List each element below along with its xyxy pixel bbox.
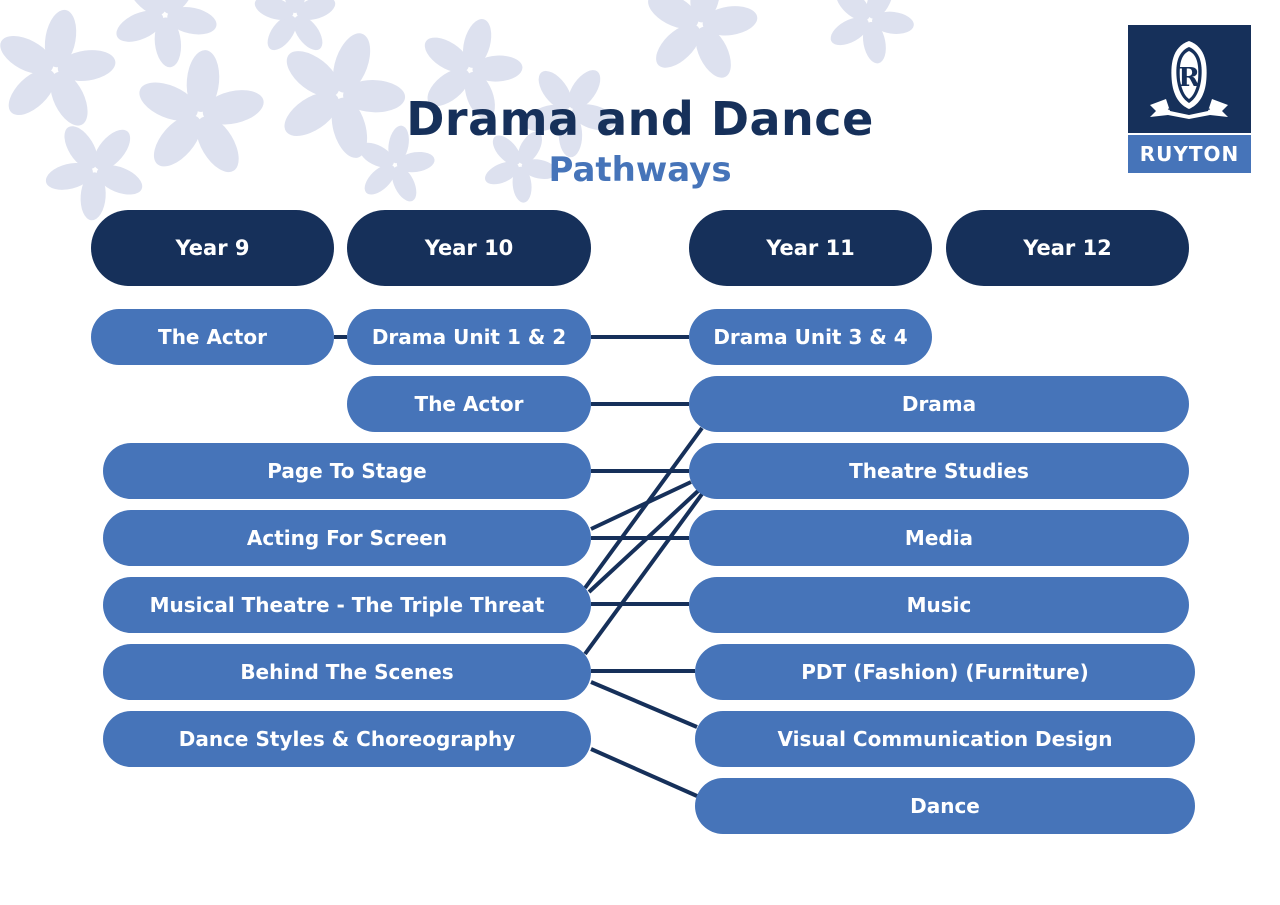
- logo-crest-panel: R: [1128, 25, 1251, 133]
- logo-school-name: RUYTON: [1128, 135, 1251, 173]
- header-year-10: Year 10: [347, 210, 591, 286]
- page-title: Drama and Dance: [406, 92, 874, 146]
- ruyton-logo: R RUYTON: [1128, 25, 1251, 173]
- subject-pdt: PDT (Fashion) (Furniture): [695, 644, 1195, 700]
- connector-line-11: [583, 492, 704, 656]
- connector-line-13: [590, 747, 698, 798]
- subject-music: Music: [689, 577, 1189, 633]
- school-crest-icon: R: [1150, 41, 1228, 119]
- subject-behind-the-scenes: Behind The Scenes: [103, 644, 591, 700]
- subject-page-to-stage: Page To Stage: [103, 443, 591, 499]
- subject-y10-the-actor: The Actor: [347, 376, 591, 432]
- page-subtitle: Pathways: [548, 150, 732, 190]
- connector-line-8: [590, 480, 692, 531]
- subject-musical-theatre: Musical Theatre - The Triple Threat: [103, 577, 591, 633]
- subject-media: Media: [689, 510, 1189, 566]
- subject-dance: Dance: [695, 778, 1195, 834]
- subject-visual-communication-design: Visual Communication Design: [695, 711, 1195, 767]
- header-year-12: Year 12: [946, 210, 1189, 286]
- subject-drama-unit-1-2: Drama Unit 1 & 2: [347, 309, 591, 365]
- subject-y9-the-actor: The Actor: [91, 309, 334, 365]
- subject-drama-unit-3-4: Drama Unit 3 & 4: [689, 309, 932, 365]
- subject-acting-for-screen: Acting For Screen: [103, 510, 591, 566]
- header-year-11: Year 11: [689, 210, 932, 286]
- subject-drama: Drama: [689, 376, 1189, 432]
- connector-line-10: [587, 489, 700, 594]
- connector-line-12: [590, 680, 698, 729]
- svg-text:R: R: [1178, 63, 1200, 93]
- subject-theatre-studies: Theatre Studies: [689, 443, 1189, 499]
- connector-line-9: [583, 426, 704, 590]
- header-year-9: Year 9: [91, 210, 334, 286]
- subject-dance-styles-choreography: Dance Styles & Choreography: [103, 711, 591, 767]
